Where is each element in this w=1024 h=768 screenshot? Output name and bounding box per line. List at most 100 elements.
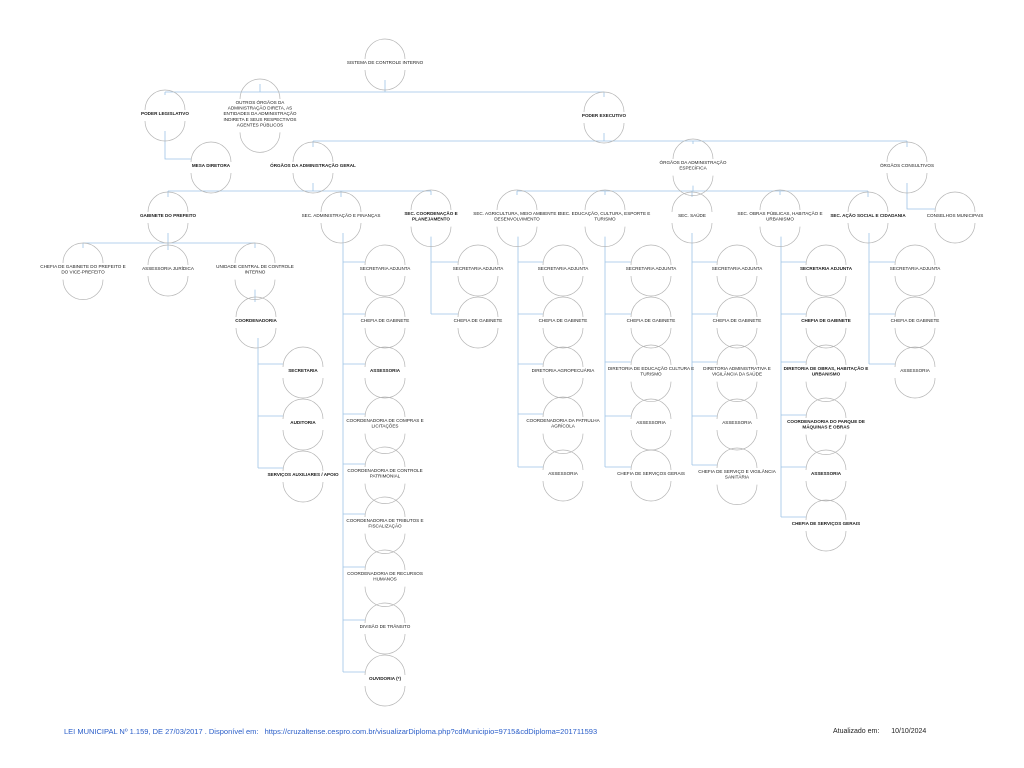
node-frame-bottom [934,222,976,244]
node-label: CHEFIA DE GABINETE [713,318,762,323]
node-frame-bottom [364,327,406,349]
node-frame-bottom [805,530,847,552]
node-frame-bottom [716,275,758,297]
law-text: LEI MUNICIPAL Nº 1.159, DE 27/03/2017 . … [64,727,259,736]
node-label: SECRETARIA ADJUNTA [712,266,764,271]
node-label: TURISMO [594,217,616,222]
node-label: INTERNO [245,270,266,275]
org-node-ssau4: ASSESSORIA [716,398,758,451]
node-frame-bottom [147,275,189,297]
node-frame-bottom [234,279,276,300]
node-frame-bottom [62,279,104,300]
org-node-sacs2: CHEFIA DE GABINETE [891,296,940,349]
node-frame-bottom [716,327,758,349]
node-frame-bottom [239,132,281,153]
org-node-chefgab: CHEFIA DE GABINETE DO PREFEITO EDO VICE-… [40,242,126,300]
node-label: SECRETARIA ADJUNTA [800,266,853,271]
org-node-ssau: SEC. SAÚDE [671,191,713,244]
node-label: DIRETORIA ADMINISTRATIVA E [703,366,771,371]
node-label: CHEFIA DE GABINETE [891,318,940,323]
node-frame-top [235,296,277,318]
node-label: DESENVOLVIMENTO [494,217,540,222]
node-frame-bottom [759,226,801,247]
node-label: AGRÍCOLA [551,423,576,429]
node-label: SISTEMA DE CONTROLE INTERNO [347,60,424,65]
node-frame-top [716,447,758,469]
node-label: ASSESSORIA [636,420,667,425]
node-label: VIGILÂNCIA DA SAÚDE [712,371,762,377]
node-label: LICITAÇÕES [372,423,399,429]
node-label: CHEFIA DE SERVIÇO E VIGILÂNCIA [698,468,776,474]
node-label: COORDENADORIA DE COMPRAS E [346,418,423,423]
node-label: ÓRGÃOS DA ADMINISTRAÇÃO GERAL [270,161,356,168]
node-frame-bottom [364,633,406,655]
node-label: AGENTES PÚBLICOS [237,121,283,127]
node-label: FISCALIZAÇÃO [368,523,402,529]
node-label: SECRETARIA ADJUNTA [890,266,942,271]
node-frame-bottom [542,275,584,297]
node-label: ÓRGÃOS DA ADMINISTRAÇÃO [660,159,727,165]
org-node-sobr2: CHEFIA DE GABINETE [801,296,851,349]
node-frame-top [190,141,232,163]
org-node-sedu4: ASSESSORIA [630,398,672,451]
node-label: AUDITORIA [290,420,316,425]
node-frame-bottom [716,429,758,451]
node-frame-top [144,89,186,111]
node-label: ASSESSORIA [370,368,401,373]
node-frame-top [364,549,406,571]
org-node-sagr2: CHEFIA DE GABINETE [539,296,587,349]
node-label: HUMANOS [373,577,396,582]
node-frame-top [805,397,847,419]
node-label: COORDENADORIA DE TRIBUTOS E [346,518,423,523]
node-label: COORDENADORIA DE CONTROLE [347,468,422,473]
org-node-sacs3: ASSESSORIA [894,346,936,399]
node-frame-top [364,496,406,518]
node-label: CHEFIA DE GABINETE [801,318,851,323]
org-node-sci: SISTEMA DE CONTROLE INTERNO [347,38,424,91]
node-label: GABINETE DO PREFEITO [140,213,196,218]
node-frame-top [147,244,189,266]
node-label: ASSESSORIA [722,420,753,425]
node-frame-top [759,189,801,211]
org-node-scp1: SECRETARIA ADJUNTA [453,244,504,297]
node-frame-top [847,191,889,213]
org-node-serv: SERVIÇOS AUXILIARES / APOIO [267,450,339,503]
law-url-link[interactable]: https://cruzaltense.cespro.com.br/visual… [264,727,598,736]
node-frame-top [282,450,324,472]
org-node-assjur: ASSESSORIA JURÍDICA [142,244,195,297]
node-frame-bottom [364,483,406,504]
node-label: MESA DIRETORA [192,163,231,168]
node-frame-top [364,296,406,318]
org-node-saf9: OUVIDORIA (*) [364,654,406,707]
node-label: ASSESSORIA [900,368,931,373]
node-frame-bottom [805,327,847,349]
org-node-sedu2: CHEFIA DE GABINETE [627,296,675,349]
node-label: DO VICE-PREFEITO [61,270,105,275]
node-label: PATRIMONIAL [370,474,401,479]
node-frame-top [234,242,276,264]
org-node-saf: SEC. ADMINISTRAÇÃO E FINANÇAS [302,191,380,244]
node-label: ASSESSORIA JURÍDICA [142,265,195,271]
node-frame-top [894,346,936,368]
node-frame-top [716,244,758,266]
node-frame-top [542,346,584,368]
node-frame-bottom [886,172,928,194]
node-frame-top [630,449,672,471]
node-frame-bottom [292,172,334,194]
node-frame-bottom [805,381,847,402]
org-node-sobr1: SECRETARIA ADJUNTA [800,244,853,297]
updated-label: Atualizado em: [833,728,880,735]
org-node-saf1: SECRETARIA ADJUNTA [360,244,411,297]
node-frame-bottom [410,226,452,247]
node-label: DIRETORIA DE OBRAS, HABITAÇÃO E [784,365,869,371]
node-frame-top [147,191,189,213]
node-label: OUTROS ÓRGÃOS DA [236,99,286,105]
node-frame-bottom [190,172,232,194]
node-label: ESPECÍFICA [679,165,707,171]
